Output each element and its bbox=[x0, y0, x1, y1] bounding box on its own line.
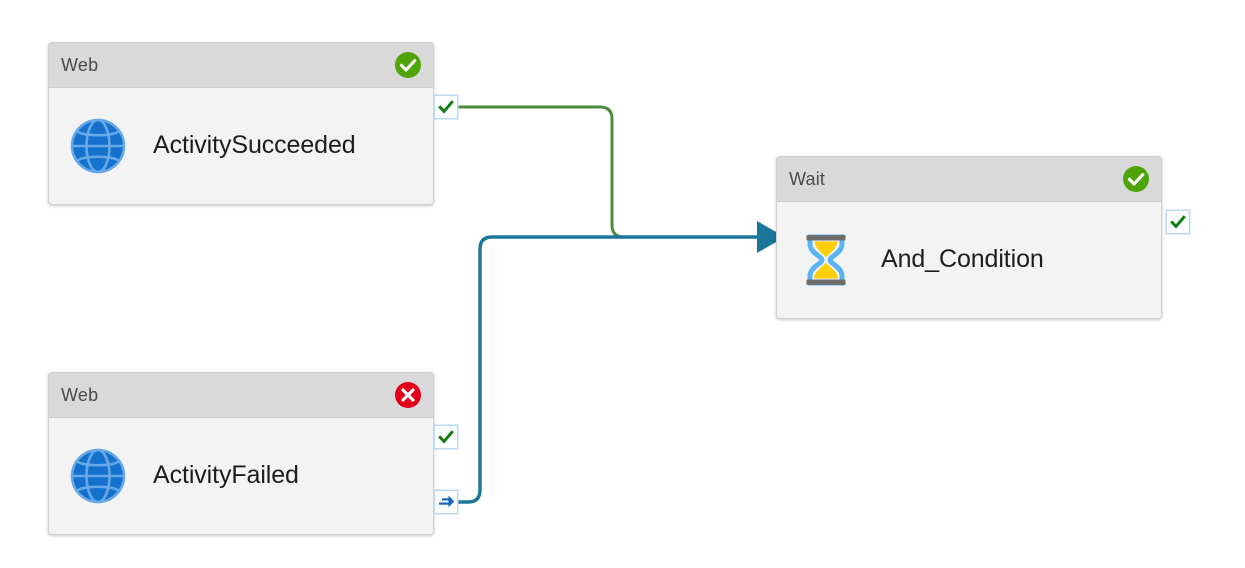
port-wait-and-condition-success[interactable] bbox=[1166, 210, 1190, 234]
failed-to-wait-connector bbox=[452, 235, 757, 504]
succeeded-to-wait-connector bbox=[458, 105, 700, 239]
check-icon bbox=[1170, 215, 1186, 229]
check-icon bbox=[438, 430, 454, 444]
node-header: Wait bbox=[777, 157, 1161, 202]
node-title: Wait bbox=[789, 168, 826, 189]
node-wait-and-condition[interactable]: Wait And_Condition bbox=[776, 156, 1162, 319]
error-circle-icon bbox=[395, 382, 421, 408]
node-activity-succeeded[interactable]: Web ActivitySucceeded bbox=[48, 42, 434, 205]
node-title: Web bbox=[61, 384, 99, 405]
node-header: Web bbox=[49, 373, 433, 418]
arrow-right-icon bbox=[438, 495, 454, 507]
globe-icon bbox=[70, 448, 126, 503]
node-title: Web bbox=[61, 54, 99, 75]
port-activity-failed-success[interactable] bbox=[434, 425, 458, 449]
port-activity-failed-completion[interactable] bbox=[434, 490, 458, 514]
check-circle-icon bbox=[1123, 166, 1149, 192]
port-activity-succeeded-success[interactable] bbox=[434, 95, 458, 119]
node-body: ActivitySucceeded bbox=[49, 88, 433, 203]
node-label: ActivitySucceeded bbox=[153, 131, 356, 159]
check-icon bbox=[438, 100, 454, 114]
node-label: And_Condition bbox=[881, 245, 1044, 273]
globe-icon bbox=[70, 118, 126, 173]
node-label: ActivityFailed bbox=[153, 461, 299, 489]
check-circle-icon bbox=[395, 52, 421, 78]
node-body: And_Condition bbox=[777, 202, 1161, 317]
node-body: ActivityFailed bbox=[49, 418, 433, 533]
node-header: Web bbox=[49, 43, 433, 88]
node-activity-failed[interactable]: Web ActivityFailed bbox=[48, 372, 434, 535]
hourglass-icon bbox=[806, 234, 846, 285]
